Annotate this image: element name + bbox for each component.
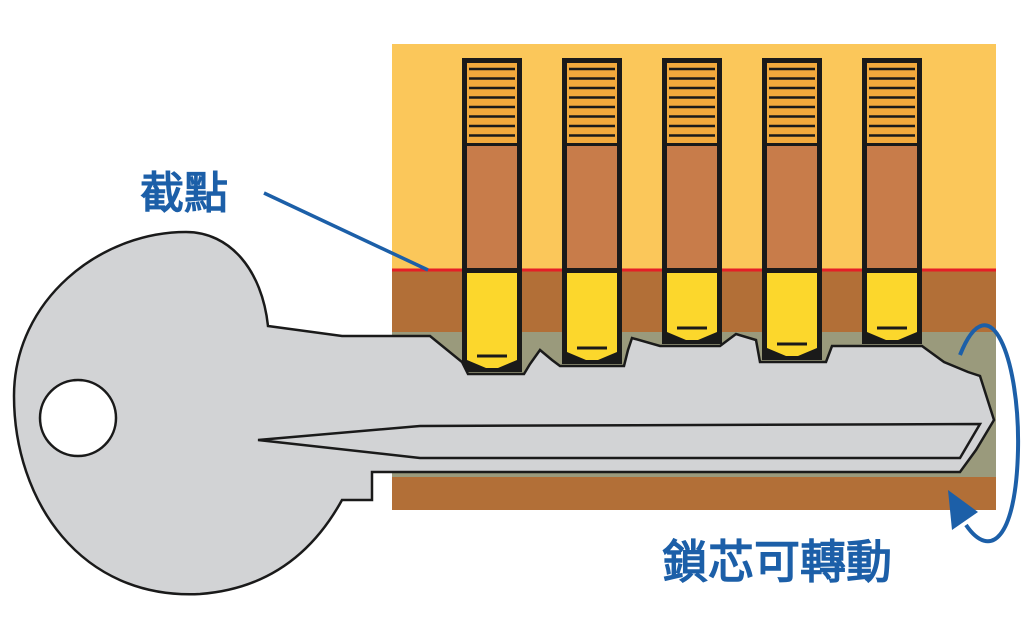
key [12,230,996,596]
rotation-label: 鎖芯可轉動 [662,535,892,589]
pin-3-spring [667,63,717,143]
pin-3-stack [662,58,722,344]
pin-2-stack [562,58,622,364]
pin-stacks [462,58,922,372]
key-groove [257,422,983,460]
pin-2-key-pin [567,273,617,360]
pin-2-spring [567,63,617,143]
pin-3-driver [667,146,717,268]
pin-1-spring [467,63,517,143]
pin-4-spring [767,63,817,143]
pin-4-key-pin [767,273,817,356]
pin-1-stack [462,58,522,372]
shear-line-label: 截點 [140,168,228,219]
rotation-arrow [958,323,1021,544]
rotation-arrowhead [948,490,978,530]
pin-5-spring [867,63,917,143]
key-bow-hole [38,378,118,458]
pin-4-stack [762,58,822,360]
pin-4-driver [767,146,817,268]
pin-1-key-pin [467,273,517,368]
shear-line-pointer [263,191,429,272]
key-body [12,230,996,596]
pin-2-driver [567,146,617,268]
pin-1-driver [467,146,517,268]
pin-5-driver [867,146,917,268]
pin-5-key-pin [867,273,917,340]
pin-5-stack [862,58,922,344]
pin-3-key-pin [667,273,717,340]
